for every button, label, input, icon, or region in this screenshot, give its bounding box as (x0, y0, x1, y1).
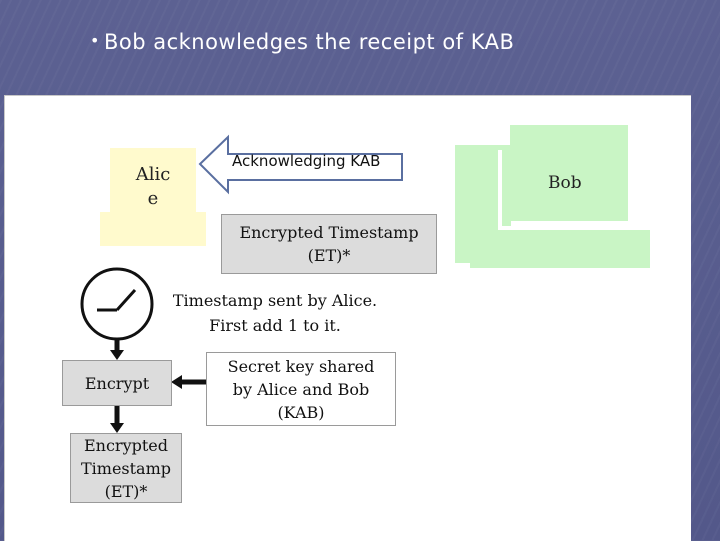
bob-computer-screen (510, 125, 628, 221)
bob-computer-base (470, 230, 650, 268)
slide-title-text: Bob acknowledges the receipt of KAB (103, 30, 515, 54)
et-result-line: Encrypted (83, 435, 168, 455)
secret-key-line: by Alice and Bob (232, 379, 370, 399)
alice-computer-screen (110, 148, 196, 212)
et-result-line: Timestamp (80, 458, 172, 478)
encrypted-timestamp-box: Encrypted Timestamp (ET)* (221, 214, 437, 274)
encrypt-label: Encrypt (84, 373, 150, 393)
secret-key-box: Secret key shared by Alice and Bob (KAB) (206, 352, 396, 426)
slide-title: •Bob acknowledges the receipt of KAB (90, 30, 514, 54)
et-box-line: Encrypted Timestamp (239, 223, 419, 242)
bob-computer-divider (498, 226, 630, 230)
et-result-line: (ET)* (104, 481, 148, 501)
bullet-icon: • (90, 31, 100, 50)
bob-computer-divider (498, 150, 502, 230)
secret-key-line: (KAB) (277, 402, 325, 422)
bob-label: Bob (548, 173, 582, 193)
et-box-line: (ET)* (307, 246, 351, 265)
timestamp-note-line: First add 1 to it. (209, 316, 341, 335)
timestamp-note-line: Timestamp sent by Alice. (172, 291, 378, 310)
encrypted-timestamp-result-box: Encrypted Timestamp (ET)* (70, 433, 182, 503)
encrypt-box: Encrypt (62, 360, 172, 406)
alice-computer-base (100, 212, 206, 246)
secret-key-line: Secret key shared (227, 356, 375, 376)
alice-label: Alic e (135, 164, 171, 209)
timestamp-note: Timestamp sent by Alice. First add 1 to … (140, 288, 410, 338)
acknowledging-arrow-label: Acknowledging KAB (232, 152, 381, 170)
